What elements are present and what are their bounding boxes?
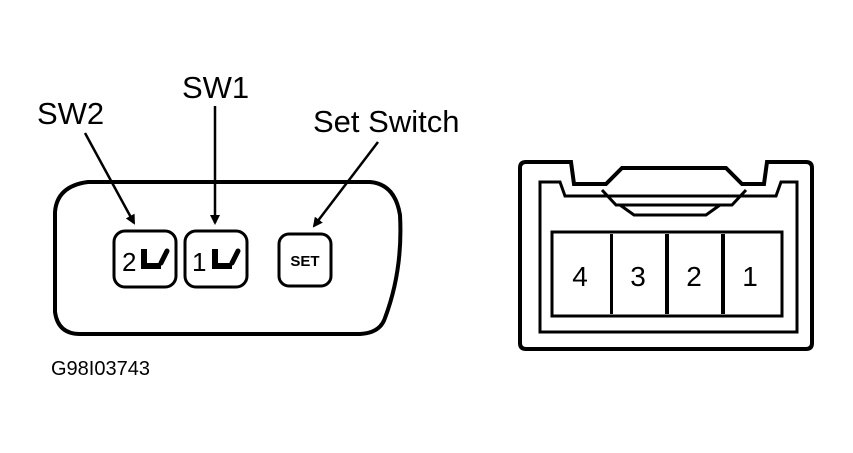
sw2-button-number: 2 xyxy=(122,247,136,277)
sw2-label: SW2 xyxy=(37,96,104,131)
sw1-button-frame xyxy=(183,229,249,289)
sw2-leader-arrow xyxy=(83,132,136,225)
seat-icon xyxy=(212,249,238,269)
figure-id: G98I03743 xyxy=(51,358,150,380)
set-button-frame xyxy=(277,232,333,288)
set-button-text: SET xyxy=(290,253,319,270)
set-switch-leader-arrow xyxy=(312,141,379,228)
connector-outer-shell xyxy=(518,160,814,351)
sw1-button-number: 1 xyxy=(192,247,206,277)
connector-pin-label: 2 xyxy=(686,261,702,292)
connector-latch xyxy=(600,188,748,207)
connector-latch-lower xyxy=(619,203,721,217)
sw1-label: SW1 xyxy=(182,70,249,105)
sw2-button[interactable]: 2 xyxy=(112,229,178,289)
switch-panel-housing xyxy=(53,180,403,336)
sw1-button[interactable]: 1 xyxy=(183,229,249,289)
connector-inner-shell xyxy=(538,180,799,334)
connector-pin-label: 3 xyxy=(630,261,646,292)
connector-pin-frame xyxy=(550,230,784,318)
set-switch-button[interactable]: SET xyxy=(277,232,333,288)
connector-pin-label: 4 xyxy=(572,261,588,292)
seat-icon xyxy=(141,249,167,269)
set-switch-label: Set Switch xyxy=(313,104,459,139)
sw2-button-frame xyxy=(112,229,178,289)
connector-pin-label: 1 xyxy=(742,261,758,292)
connector: 4 3 2 1 xyxy=(518,160,814,351)
